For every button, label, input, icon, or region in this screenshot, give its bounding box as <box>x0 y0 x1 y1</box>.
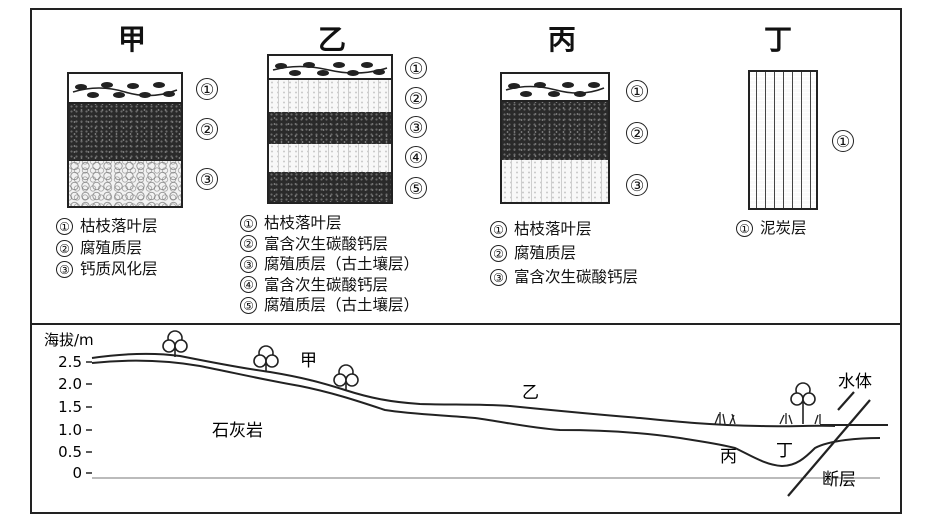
profile-jia-column <box>67 72 183 208</box>
ding-marker-1: ① <box>832 130 854 152</box>
yi-secondary-carbonate-layer-1 <box>269 80 391 112</box>
profile-ding-peat-column <box>748 70 818 210</box>
fault-line <box>787 399 871 497</box>
location-jia-label: 甲 <box>300 351 317 371</box>
yi-paleosol-humus-layer-2 <box>269 172 391 202</box>
jia-humus-layer <box>69 104 181 160</box>
yi-marker-1: ① <box>405 57 427 79</box>
tick-label: 2.5 <box>58 353 82 371</box>
bing-marker-1: ① <box>626 80 648 102</box>
tree-icon <box>790 382 816 424</box>
yi-leaf-litter-layer <box>269 56 391 80</box>
jia-marker-1: ① <box>196 78 218 100</box>
ground-surface-line <box>91 352 836 428</box>
jia-calcareous-weathering-layer <box>69 160 181 206</box>
jia-leaf-litter-layer <box>69 74 181 104</box>
tree-icon <box>333 364 359 390</box>
bing-humus-layer <box>502 102 608 160</box>
jia-marker-3: ③ <box>196 168 218 190</box>
profile-yi-title: 乙 <box>318 23 347 56</box>
water-pointer-line <box>837 391 855 411</box>
fault-label: 断层 <box>822 470 856 490</box>
figure-frame <box>30 8 902 514</box>
tree-icon <box>162 330 188 357</box>
location-ding-label: 丁 <box>776 441 793 461</box>
tick-label: 1.0 <box>58 421 82 439</box>
limestone-label: 石灰岩 <box>212 421 263 441</box>
bedrock-boundary-line <box>91 359 881 468</box>
leaf-litter-icon <box>505 82 605 97</box>
profile-ding-title: 丁 <box>764 23 793 56</box>
yi-marker-5: ⑤ <box>405 177 427 199</box>
profile-bing-title: 丙 <box>548 23 577 56</box>
profile-bing-column <box>500 72 610 204</box>
yi-paleosol-humus-layer-1 <box>269 112 391 144</box>
leaf-litter-icon <box>72 82 178 98</box>
profile-jia-title: 甲 <box>118 23 147 56</box>
grass-icon <box>779 413 821 425</box>
yi-secondary-carbonate-layer-2 <box>269 144 391 172</box>
tick-label: 1.5 <box>58 398 82 416</box>
yi-marker-3: ③ <box>405 116 427 138</box>
bing-marker-2: ② <box>626 122 648 144</box>
tree-icons <box>162 330 816 424</box>
jia-marker-2: ② <box>196 118 218 140</box>
tick-label: 0 <box>72 464 82 482</box>
location-bing-label: 丙 <box>720 447 737 467</box>
tick-marks <box>86 361 92 474</box>
tick-label: 0.5 <box>58 443 82 461</box>
bing-leaf-litter-layer <box>502 74 608 102</box>
profile-yi-column <box>267 54 393 204</box>
location-yi-label: 乙 <box>522 383 539 403</box>
elevation-axis-label: 海拔/m <box>44 331 94 349</box>
yi-marker-2: ② <box>405 87 427 109</box>
bing-marker-3: ③ <box>626 174 648 196</box>
water-body-label: 水体 <box>838 372 872 392</box>
yi-marker-4: ④ <box>405 146 427 168</box>
bing-secondary-carbonate-layer <box>502 160 608 202</box>
grass-icon <box>714 412 736 425</box>
tree-icon <box>253 345 279 372</box>
leaf-litter-icon <box>272 62 388 76</box>
terrain-cross-section: 海拔/m 2.5 2.0 1.5 1.0 0.5 0 <box>44 330 888 497</box>
section-divider <box>32 323 900 325</box>
elevation-ticks: 2.5 2.0 1.5 1.0 0.5 0 <box>58 353 82 482</box>
grass-icons <box>714 412 821 425</box>
tick-label: 2.0 <box>58 375 82 393</box>
